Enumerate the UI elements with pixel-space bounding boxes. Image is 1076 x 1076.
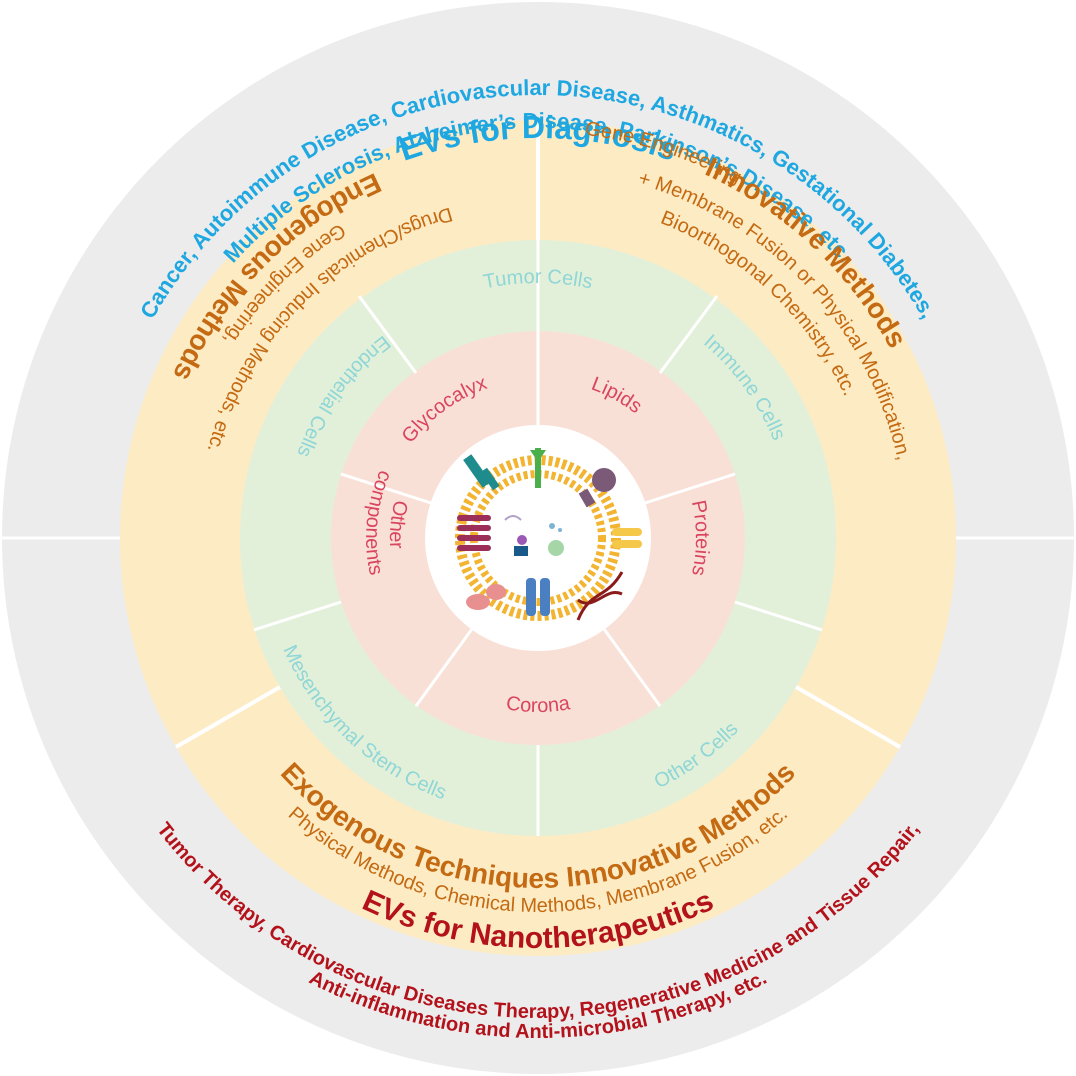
protein-blob-icon — [466, 584, 506, 610]
transporter-icon — [526, 578, 550, 616]
tetraspanin-icon — [457, 515, 491, 551]
component-dividers — [340, 331, 736, 707]
dna-icon — [576, 571, 624, 621]
cell-dividers — [253, 240, 823, 836]
component-corona: Corona — [505, 692, 573, 717]
marker-icon — [530, 448, 546, 488]
ev-illustration — [455, 448, 642, 621]
enzyme-icon — [578, 468, 616, 508]
receptor-icon — [463, 454, 500, 491]
cargo-icon — [504, 515, 564, 556]
method-dividers — [175, 120, 901, 749]
channel-icon — [612, 528, 642, 548]
